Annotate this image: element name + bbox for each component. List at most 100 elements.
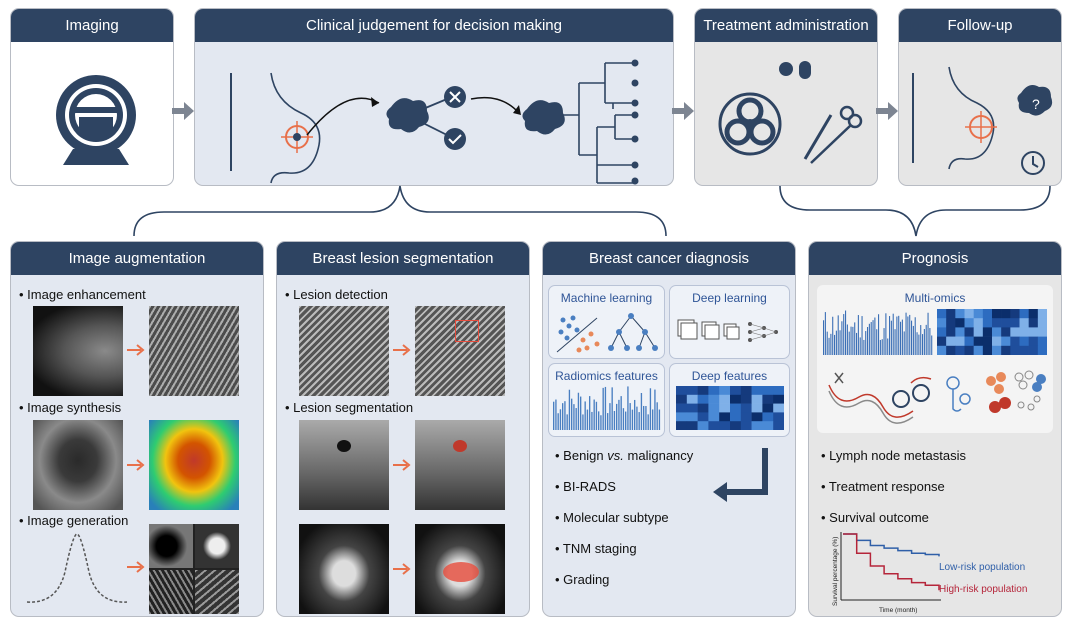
heatmap-cell [697,386,709,396]
heatmap-cell [751,421,763,430]
heatmap-cell [773,421,784,430]
radiomics-barcode-chart [553,386,661,430]
diagnosis-item-birads: • BI-RADS [555,479,616,494]
barcode-bar [568,389,571,430]
barcode-bar [896,316,898,355]
heatmap-cell [762,412,774,422]
heatmap-cell [955,309,965,319]
barcode-bar [643,405,645,430]
survival-ylabel: Survival percentage (%) [832,537,839,606]
barcode-bar [618,399,620,430]
lesion-mri-segmented-image [415,524,505,614]
barcode-bar [645,406,647,430]
barcode-bar [867,327,869,355]
barcode-bar [854,322,856,355]
barcode-bar [627,386,629,430]
heatmap-cell [1019,309,1029,319]
heatmap-cell [982,309,993,319]
augmentation-item-generation: • Image generation [19,513,129,528]
barcode-bar [901,319,903,355]
barcode-bar [881,339,883,355]
heatmap-cell [937,318,947,328]
heatmap-cell [982,345,993,355]
barcode-bar [898,315,900,355]
diagnosis-title: Breast cancer diagnosis [543,242,795,275]
heatmap-cell [740,394,752,404]
barcode-bar [890,320,892,355]
barcode-bar [911,320,913,355]
heatmap-cell [730,421,742,430]
heatmap-cell [982,318,993,328]
detection-box [455,320,479,342]
heatmap-cell [1010,345,1020,355]
barcode-bar [916,332,918,355]
heatmap-cell [964,327,974,337]
barcode-bar [649,388,652,430]
heatmap-cell [1037,318,1047,328]
deep-features-heatmap [676,386,784,430]
heatmap-cell [708,403,720,413]
deep-learning-box: Deep learning [669,285,790,359]
heatmap-cell [937,309,947,319]
barcode-bar [920,325,922,355]
prognosis-item-lymph: • Lymph node metastasis [821,448,966,463]
barcode-bar [925,324,927,355]
heatmap-cell [1001,327,1011,337]
lesion-us-original-image [299,420,389,510]
barcode-bar [894,329,896,355]
heatmap-cell [955,345,965,355]
barcode-bar [907,316,909,355]
deep-learning-label: Deep learning [692,291,767,305]
barcode-bar [577,392,580,430]
barcode-bar [566,414,568,430]
barcode-bar [835,330,837,355]
barcode-bar [611,387,613,430]
mammo-enhanced-image [149,306,239,396]
barcode-bar [878,314,880,355]
barcode-bar [879,339,881,355]
heatmap-cell [946,318,956,328]
barcode-bar [620,396,622,430]
barcode-bar [625,411,627,430]
heatmap-cell [1028,336,1039,347]
heatmap-cell [773,412,784,422]
heatmap-cell [937,345,947,355]
heatmap-cell [955,327,965,337]
heatmap-cell [686,412,698,422]
barcode-bar [834,334,836,355]
heatmap-cell [1028,309,1039,319]
heatmap-cell [676,412,688,422]
elastography-synthesis-image [149,420,239,510]
cnn-architecture-icon [677,319,778,342]
molecules-illustration [828,370,1046,424]
barcode-bar [571,398,573,430]
segmentation-title: Breast lesion segmentation [277,242,529,275]
barcode-bar [885,313,887,355]
low-risk-line [843,533,940,557]
heatmap-cell [946,336,956,347]
segmentation-item-segmentation: • Lesion segmentation [285,400,414,415]
barcode-bar [562,403,564,430]
barcode-bar [918,334,920,355]
barcode-bar [852,326,854,355]
barcode-bar [841,321,843,355]
imaging-panel: Imaging [10,8,174,186]
deep-features-box: Deep features [669,363,790,437]
multiomics-heatmap [937,309,1047,355]
barcode-bar [923,329,925,355]
barcode-bar [839,330,841,355]
barcode-bar [589,396,591,430]
heatmap-cell [697,412,709,422]
diagnosis-panel: Breast cancer diagnosis Machine learning… [542,241,796,617]
barcode-bar [846,324,848,355]
heatmap-cell [964,309,974,319]
heatmap-cell [964,336,974,347]
heatmap-cell [697,421,709,430]
svg-text:?: ? [1032,96,1040,112]
heatmap-cell [946,309,956,319]
heatmap-cell [1010,336,1020,347]
radiomics-features-label: Radiomics features [555,369,658,383]
augmentation-item-enhancement: • Image enhancement [19,287,146,302]
augmentation-title: Image augmentation [11,242,263,275]
heatmap-cell [1028,318,1039,328]
